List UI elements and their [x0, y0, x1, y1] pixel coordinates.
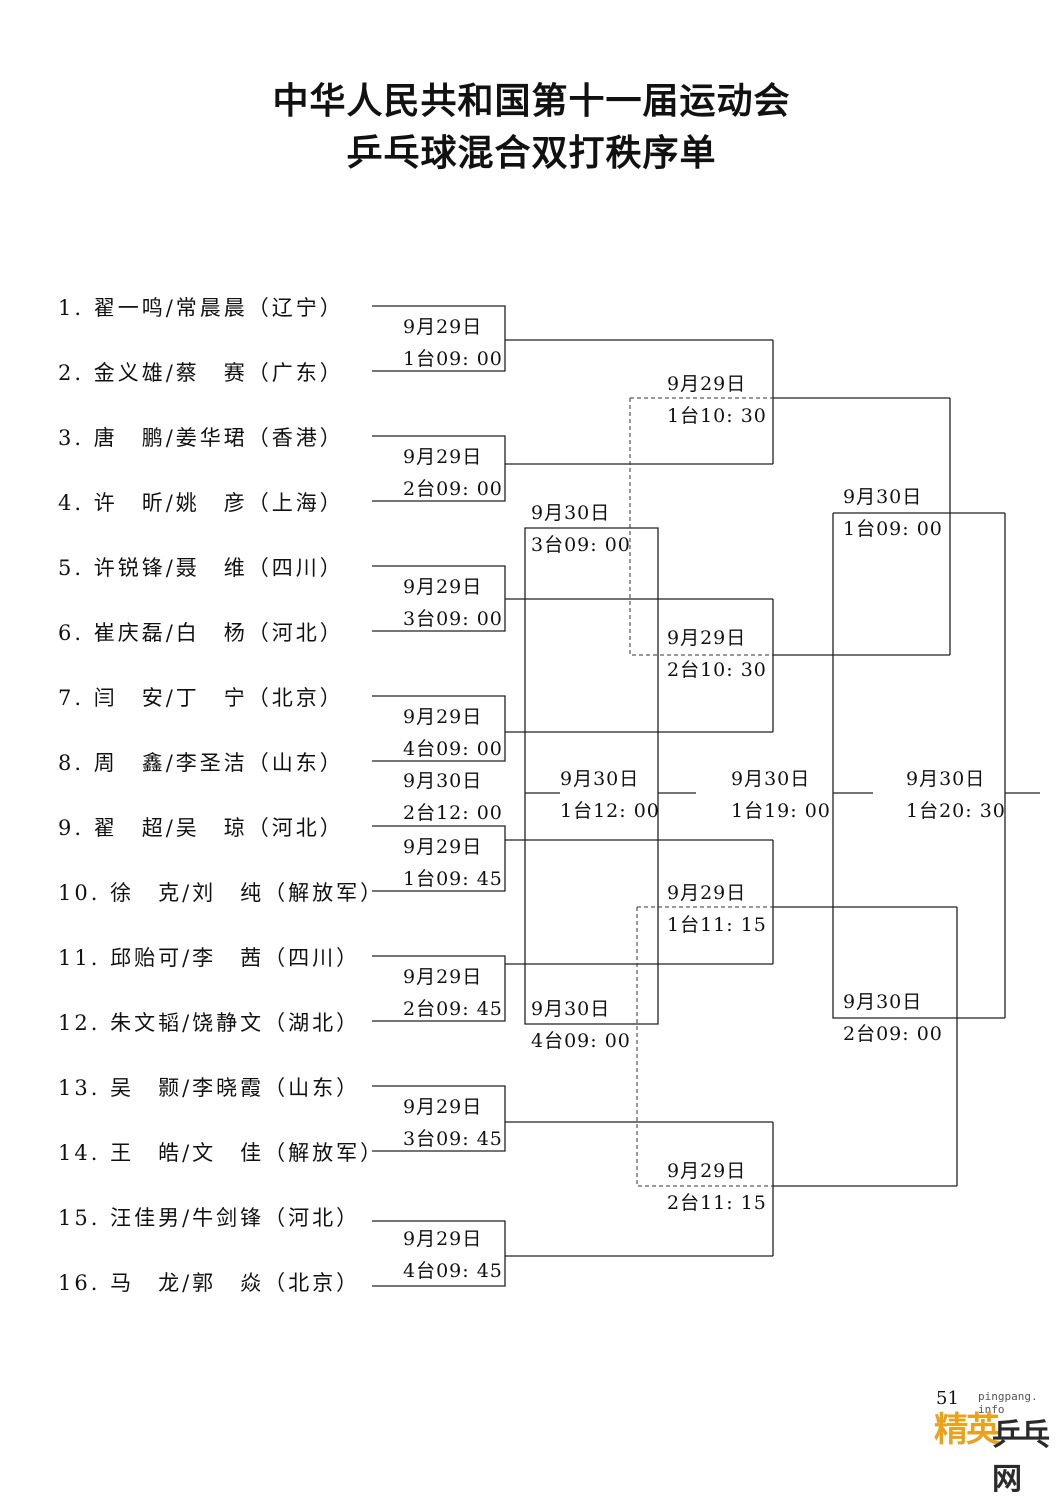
- player-entry: 10. 徐 克/刘 纯（解放军）: [58, 881, 385, 905]
- player-entry: 5. 许锐锋/聂 维（四川）: [58, 556, 344, 580]
- match-label: 9月29日 2台09: 45: [403, 961, 503, 1025]
- player-entry: 3. 唐 鹏/姜华珺（香港）: [58, 426, 344, 450]
- match-label: 9月29日 2台09: 00: [403, 441, 503, 505]
- match-label: 9月29日 1台10: 30: [667, 368, 767, 432]
- watermark-url: pingpang. info: [978, 1390, 1038, 1416]
- match-date: 9月29日: [403, 706, 483, 728]
- bracket-lines: [372, 305, 1040, 1287]
- match-date: 9月30日: [531, 998, 611, 1020]
- match-label: 9月30日 2台09: 00: [843, 986, 943, 1050]
- match-slot: 2台10: 30: [667, 659, 767, 681]
- match-date: 9月30日: [906, 768, 986, 790]
- match-date: 9月29日: [403, 576, 483, 598]
- match-label: 9月30日 1台12: 00: [560, 763, 660, 827]
- match-slot: 4台09: 00: [403, 738, 503, 760]
- player-entry: 2. 金义雄/蔡 赛（广东）: [58, 361, 344, 385]
- match-slot: 1台20: 30: [906, 800, 1006, 822]
- player-entry: 1. 翟一鸣/常晨晨（辽宁）: [58, 296, 344, 320]
- player-entry: 15. 汪佳男/牛剑锋（河北）: [58, 1206, 361, 1230]
- document-subtitle: 乒乓球混合双打秩序单: [346, 132, 717, 174]
- match-slot: 3台09: 00: [403, 608, 503, 630]
- match-date: 9月30日: [560, 768, 640, 790]
- match-slot: 1台09: 45: [403, 868, 503, 890]
- match-label: 9月30日 1台20: 30: [906, 763, 1006, 827]
- match-slot: 2台09: 45: [403, 998, 503, 1020]
- match-label: 9月29日 3台09: 00: [403, 571, 503, 635]
- match-slot: 3台09: 45: [403, 1128, 503, 1150]
- match-slot: 3台09: 00: [531, 534, 631, 556]
- player-entry: 7. 闫 安/丁 宁（北京）: [58, 686, 344, 710]
- player-entry: 11. 邱贻可/李 茜（四川）: [58, 946, 361, 970]
- match-date: 9月30日: [403, 770, 483, 792]
- match-date: 9月29日: [403, 836, 483, 858]
- match-date: 9月29日: [403, 966, 483, 988]
- match-label: 9月29日 1台09: 45: [403, 831, 503, 895]
- match-date: 9月29日: [667, 627, 747, 649]
- match-slot: 1台10: 30: [667, 405, 767, 427]
- match-slot: 1台12: 00: [560, 800, 660, 822]
- match-label: 9月29日 2台10: 30: [667, 622, 767, 686]
- match-slot: 1台09: 00: [403, 348, 503, 370]
- player-entry: 13. 吴 颢/李晓霞（山东）: [58, 1076, 361, 1100]
- match-date: 9月29日: [667, 882, 747, 904]
- match-slot: 4台09: 45: [403, 1260, 503, 1282]
- match-date: 9月30日: [731, 768, 811, 790]
- match-label: 9月29日 3台09: 45: [403, 1091, 503, 1155]
- watermark-logo: pingpang. info 精英 乒乓网: [930, 1390, 1060, 1497]
- player-entry: 9. 翟 超/吴 琼（河北）: [58, 816, 344, 840]
- player-entry: 8. 周 鑫/李圣洁（山东）: [58, 751, 344, 775]
- match-label: 9月30日 2台12: 00: [403, 765, 503, 829]
- match-date: 9月29日: [667, 373, 747, 395]
- player-entry: 4. 许 昕/姚 彦（上海）: [58, 491, 344, 515]
- match-slot: 2台09: 00: [403, 478, 503, 500]
- match-date: 9月29日: [667, 1160, 747, 1182]
- match-slot: 2台09: 00: [843, 1023, 943, 1045]
- match-slot: 1台11: 15: [667, 914, 767, 936]
- page-number: 51: [936, 1388, 959, 1409]
- match-label: 9月30日 1台19: 00: [731, 763, 831, 827]
- match-label: 9月29日 2台11: 15: [667, 1155, 767, 1219]
- match-date: 9月29日: [403, 316, 483, 338]
- match-label: 9月29日 4台09: 00: [403, 701, 503, 765]
- watermark-logo-text: 精英: [934, 1410, 1000, 1450]
- match-slot: 4台09: 00: [531, 1030, 631, 1052]
- watermark-logo-text: 乒乓网: [992, 1418, 1050, 1497]
- match-date: 9月30日: [843, 991, 923, 1013]
- match-slot: 1台19: 00: [731, 800, 831, 822]
- match-label: 9月29日 1台11: 15: [667, 877, 767, 941]
- match-label: 9月29日 4台09: 45: [403, 1223, 503, 1287]
- match-label: 9月30日 4台09: 00: [531, 993, 631, 1057]
- player-entry: 16. 马 龙/郭 焱（北京）: [58, 1271, 361, 1295]
- player-entry: 6. 崔庆磊/白 杨（河北）: [58, 621, 344, 645]
- player-entry: 14. 王 皓/文 佳（解放军）: [58, 1141, 385, 1165]
- match-slot: 2台11: 15: [667, 1192, 767, 1214]
- match-date: 9月29日: [403, 1228, 483, 1250]
- match-slot: 2台12: 00: [403, 802, 503, 824]
- match-date: 9月30日: [531, 502, 611, 524]
- document-title: 中华人民共和国第十一届运动会: [272, 80, 791, 122]
- player-entry: 12. 朱文韬/饶静文（湖北）: [58, 1011, 361, 1035]
- match-slot: 1台09: 00: [843, 518, 943, 540]
- match-label: 9月29日 1台09: 00: [403, 311, 503, 375]
- match-date: 9月30日: [843, 486, 923, 508]
- match-date: 9月29日: [403, 446, 483, 468]
- match-label: 9月30日 1台09: 00: [843, 481, 943, 545]
- match-date: 9月29日: [403, 1096, 483, 1118]
- match-label: 9月30日 3台09: 00: [531, 497, 631, 561]
